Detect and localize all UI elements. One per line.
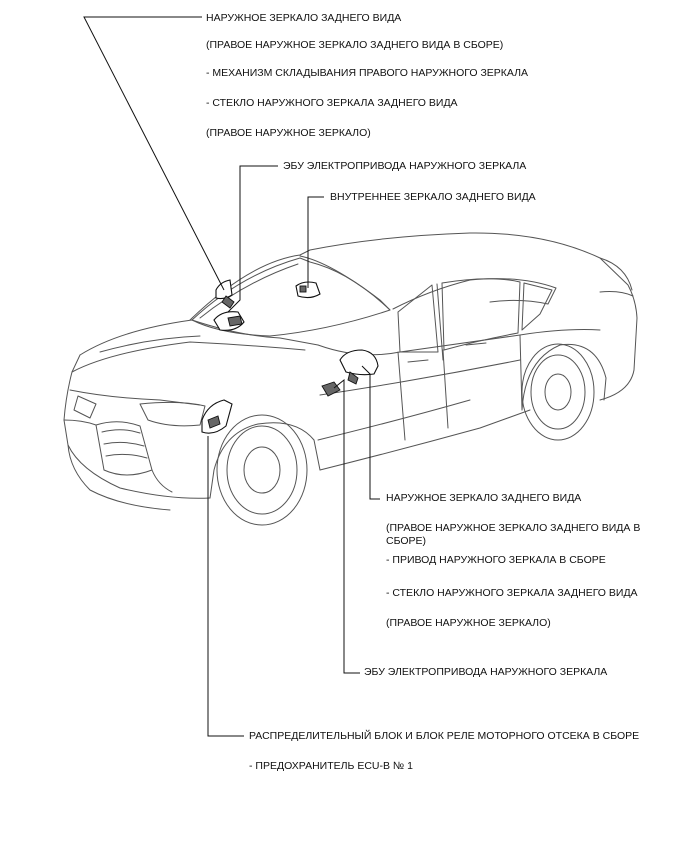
inner-mirror-label: ВНУТРЕННЕЕ ЗЕРКАЛО ЗАДНЕГО ВИДА	[330, 191, 536, 203]
top-mirror-note: (ПРАВОЕ НАРУЖНОЕ ЗЕРКАЛО)	[206, 127, 371, 139]
top-mirror-item-folding: - МЕХАНИЗМ СКЛАДЫВАНИЯ ПРАВОГО НАРУЖНОГО…	[206, 67, 529, 79]
inner-mirror-part	[295, 281, 321, 299]
side-mirror-ecu-label: ЭБУ ЭЛЕКТРОПРИВОДА НАРУЖНОГО ЗЕРКАЛА	[364, 666, 608, 678]
side-mirror-title: НАРУЖНОЕ ЗЕРКАЛО ЗАДНЕГО ВИДА	[386, 492, 582, 504]
side-mirror-item-glass: - СТЕКЛО НАРУЖНОГО ЗЕРКАЛА ЗАДНЕГО ВИДА	[386, 587, 638, 599]
side-mirror-part	[339, 349, 379, 385]
top-mirror-ecu-part	[213, 311, 245, 331]
car-illustration	[63, 232, 638, 526]
side-mirror-note: (ПРАВОЕ НАРУЖНОЕ ЗЕРКАЛО)	[386, 617, 551, 629]
relay-block-fuse: - ПРЕДОХРАНИТЕЛЬ ECU-B № 1	[249, 760, 413, 772]
relay-block-title: РАСПРЕДЕЛИТЕЛЬНЫЙ БЛОК И БЛОК РЕЛЕ МОТОР…	[249, 730, 640, 742]
relay-block-part	[201, 399, 233, 434]
top-mirror-item-glass: - СТЕКЛО НАРУЖНОГО ЗЕРКАЛА ЗАДНЕГО ВИДА	[206, 97, 458, 109]
top-mirror-assembly: (ПРАВОЕ НАРУЖНОЕ ЗЕРКАЛО ЗАДНЕГО ВИДА В …	[206, 39, 504, 51]
leader-lines	[83, 16, 380, 737]
side-mirror-ecu-part	[321, 381, 341, 397]
side-mirror-assembly: (ПРАВОЕ НАРУЖНОЕ ЗЕРКАЛО ЗАДНЕГО ВИДА В …	[386, 522, 641, 547]
top-mirror-title: НАРУЖНОЕ ЗЕРКАЛО ЗАДНЕГО ВИДА	[206, 12, 402, 24]
top-mirror-ecu-label: ЭБУ ЭЛЕКТРОПРИВОДА НАРУЖНОГО ЗЕРКАЛА	[283, 160, 527, 172]
side-mirror-item-actuator: - ПРИВОД НАРУЖНОГО ЗЕРКАЛА В СБОРЕ	[386, 554, 606, 566]
